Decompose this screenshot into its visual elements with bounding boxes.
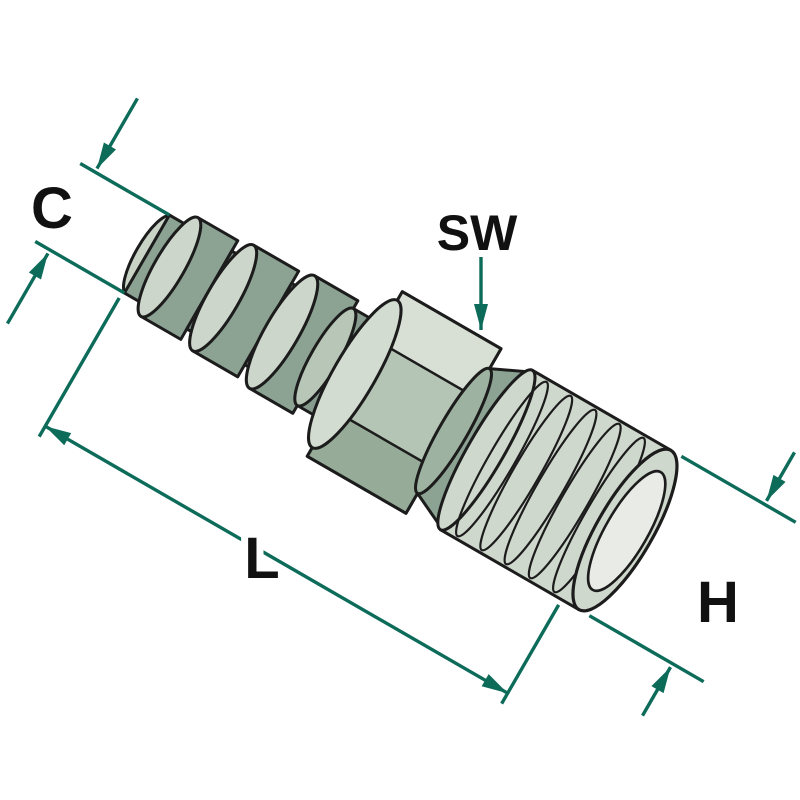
- hose-tail-section: [122, 213, 385, 424]
- h-arrow-top: [765, 451, 796, 502]
- dimension-c: [5, 97, 171, 325]
- h-arrow-bottom: [641, 666, 672, 717]
- hex-top-face: [374, 291, 502, 397]
- annotations: C SW L H: [24, 169, 746, 642]
- thread-line-4: [527, 422, 622, 580]
- label-l: L: [244, 526, 279, 591]
- l-dimension-line: [44, 424, 509, 695]
- fitting-body: [122, 213, 679, 613]
- c-arrow-top: [95, 97, 139, 170]
- barb-1-ring: [136, 215, 203, 319]
- dimension-l: [37, 297, 561, 705]
- l-extension-right: [500, 604, 561, 705]
- c-extension-top: [79, 162, 171, 217]
- label-h: H: [697, 570, 739, 635]
- c-extension-bottom: [34, 239, 126, 295]
- end-face-chamfer: [586, 469, 667, 593]
- c-arrow-bottom: [5, 252, 50, 325]
- h-extension-bottom: [588, 614, 705, 684]
- label-sw: SW: [437, 205, 518, 261]
- barb-2-ring: [188, 243, 259, 353]
- barb-3-ring: [244, 273, 320, 391]
- label-c: C: [31, 176, 73, 241]
- dimensions: [5, 97, 797, 717]
- dimension-h: [588, 451, 797, 717]
- h-extension-top: [680, 454, 797, 524]
- l-extension-left: [37, 297, 121, 438]
